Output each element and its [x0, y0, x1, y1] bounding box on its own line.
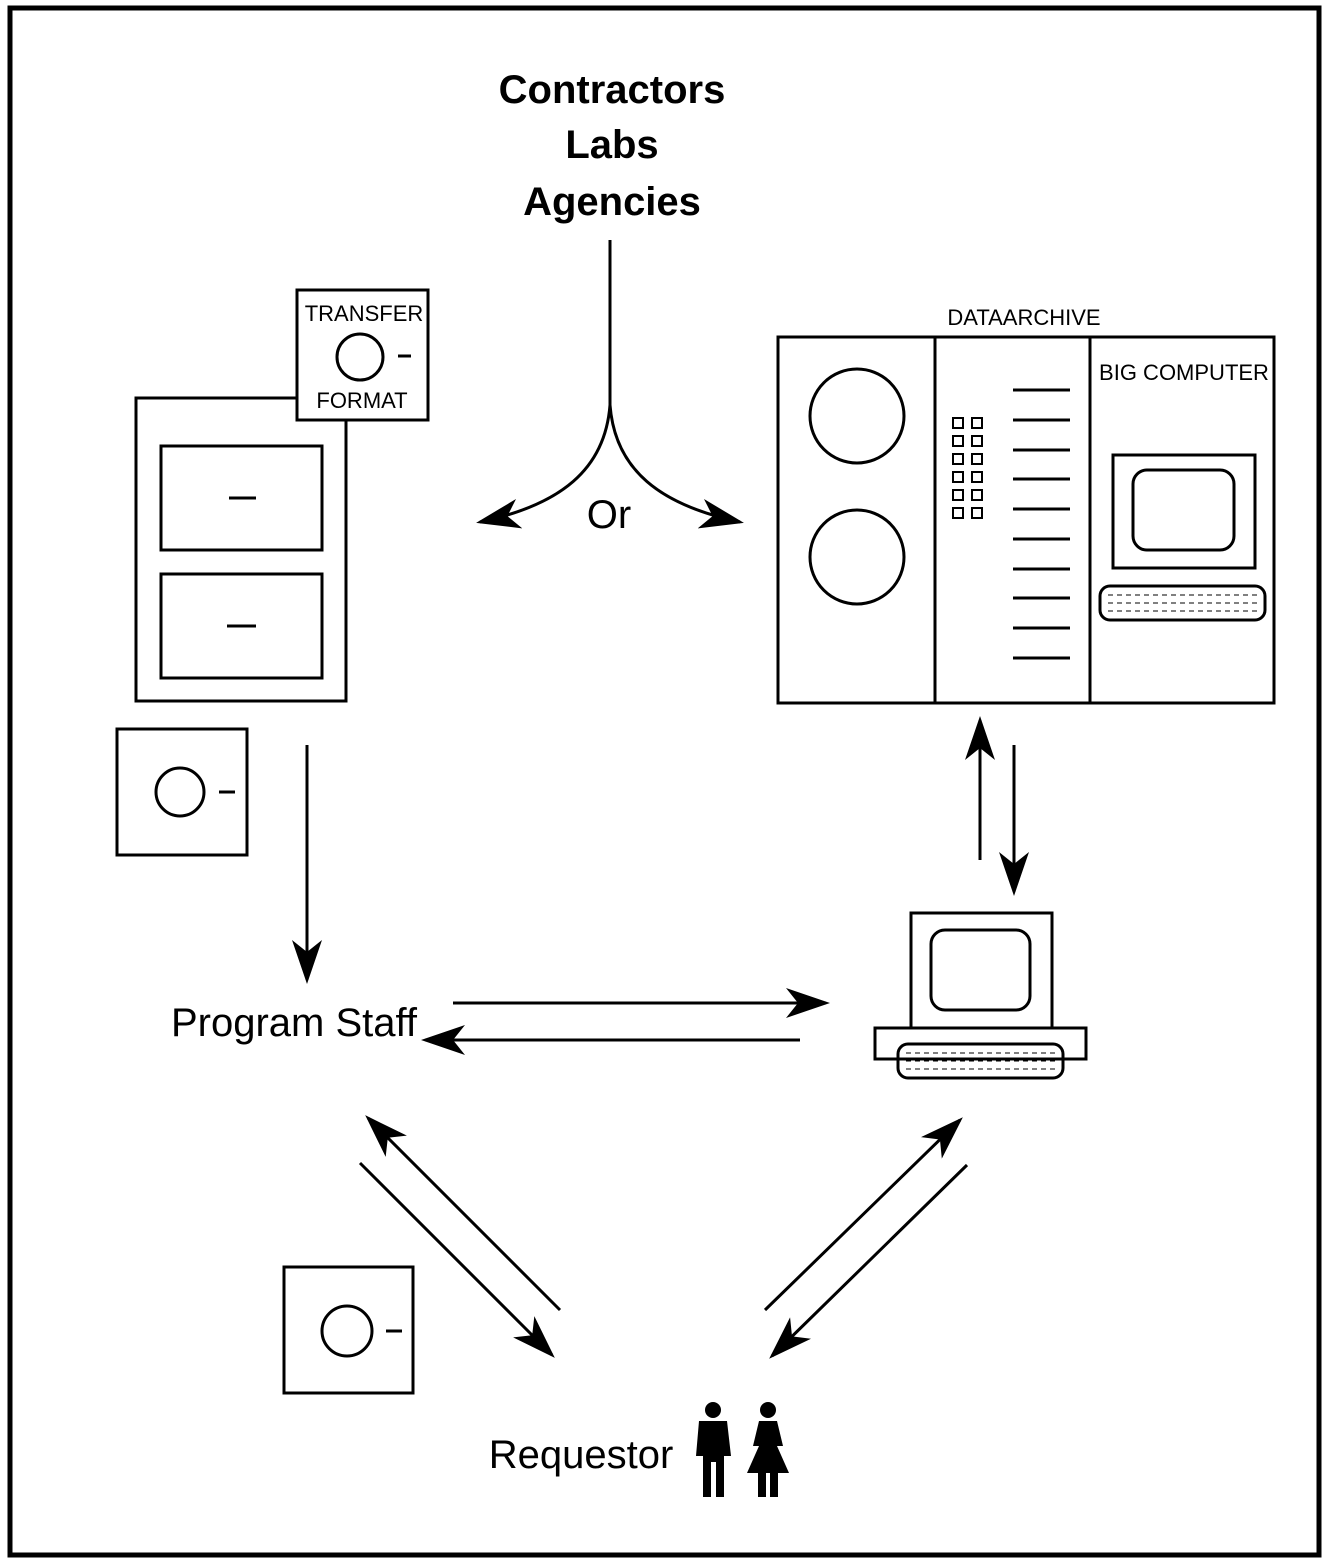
tape-reel-icon [335, 332, 385, 382]
tape-reel-icon [808, 508, 906, 606]
arrow-requestor-to-staff [365, 1115, 562, 1312]
people-icon [696, 1402, 789, 1497]
branch-or-label: Or [587, 493, 631, 537]
tape-storage-cabinet [134, 396, 348, 703]
source-contractors: Contractors [499, 68, 726, 112]
source-agencies: Agencies [523, 180, 701, 224]
requestor-label: Requestor [489, 1433, 674, 1477]
source-labs: Labs [565, 123, 658, 167]
tape-reel-icon [320, 1304, 374, 1358]
tape-box-left [115, 727, 249, 857]
program-staff-label: Program Staff [171, 1001, 418, 1045]
transfer-format-box [295, 288, 430, 422]
data-archive-machine [776, 335, 1276, 705]
keyboard-icon [1098, 584, 1267, 622]
format-label: FORMAT [316, 388, 407, 413]
data-archive-title: DATAARCHIVE [947, 305, 1100, 330]
tape-box-bottom [282, 1265, 415, 1395]
terminal-icon [873, 911, 1088, 1080]
tape-reel-icon [154, 766, 206, 818]
big-computer-label: BIG COMPUTER [1099, 360, 1269, 385]
arrow-requestor-to-terminal [763, 1117, 963, 1312]
arrow-staff-to-requestor [358, 1161, 555, 1358]
transfer-label: TRANSFER [305, 301, 424, 326]
branch-arrow [476, 240, 744, 529]
arrow-terminal-to-requestor [769, 1163, 969, 1359]
tape-reel-icon [808, 367, 906, 465]
outer-frame [7, 5, 1322, 1558]
